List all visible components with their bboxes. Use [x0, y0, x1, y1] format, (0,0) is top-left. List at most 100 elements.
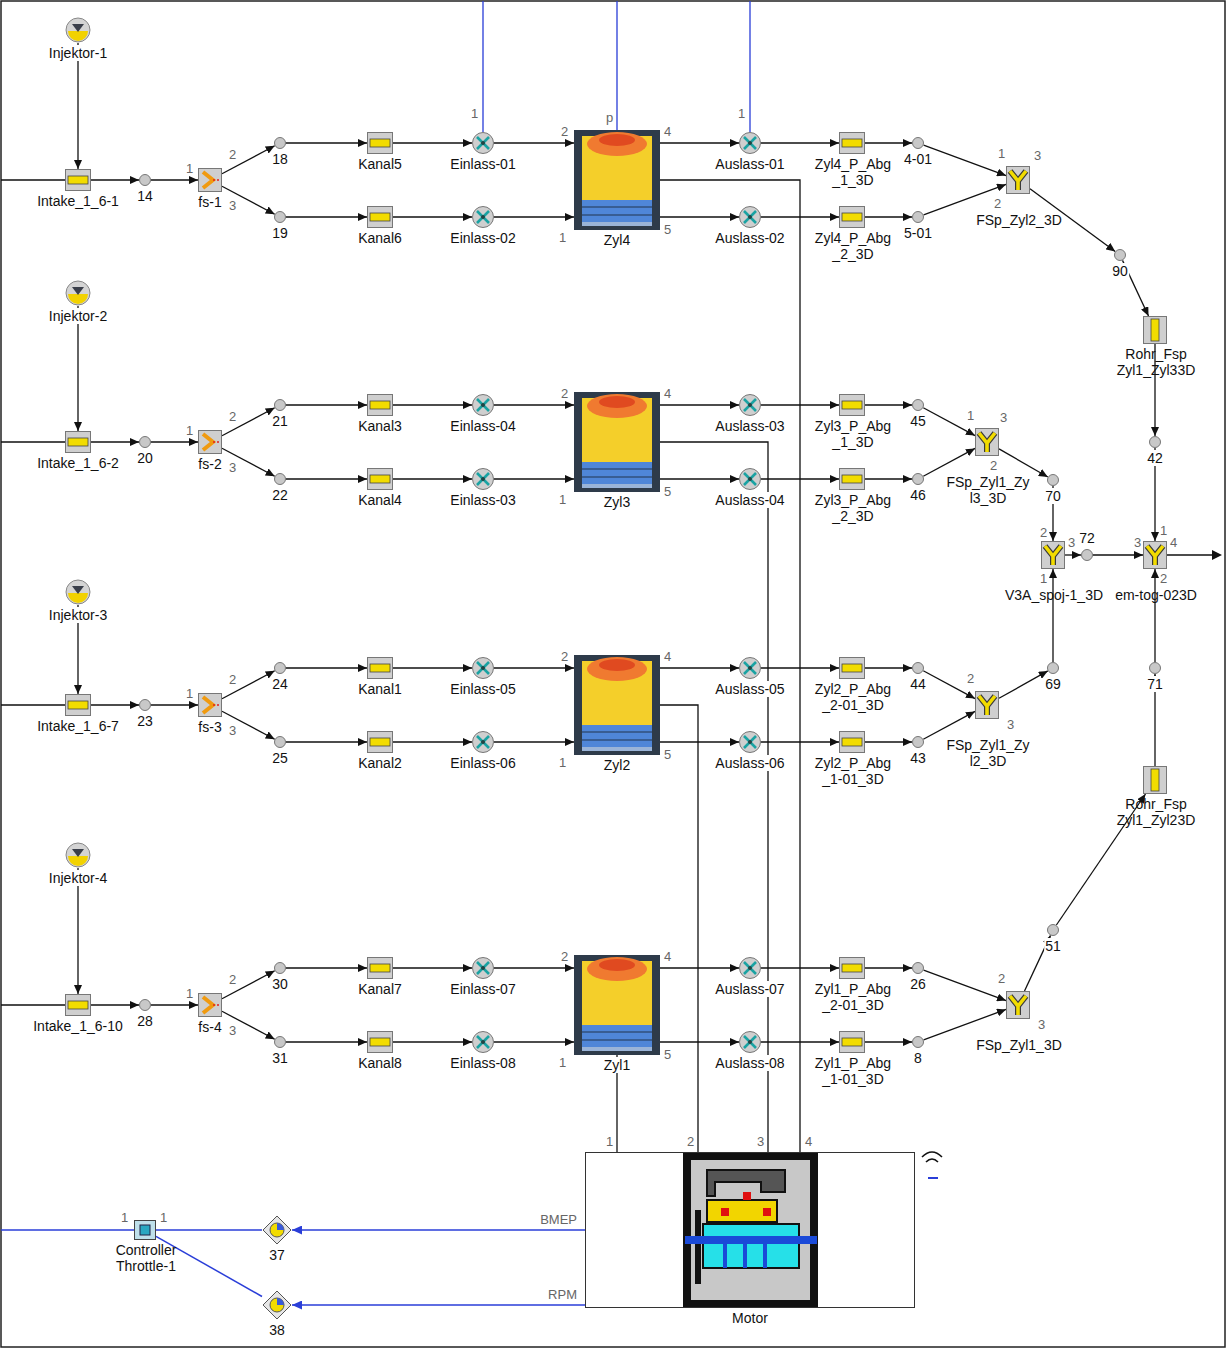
icon-part	[203, 172, 213, 188]
pipe-vertical-icon	[1143, 766, 1167, 794]
flow-connector	[222, 146, 275, 174]
port-number: 1	[606, 1134, 613, 1149]
port-number: 2	[998, 971, 1005, 986]
component-label: 24	[271, 676, 289, 692]
flow-connector	[286, 216, 367, 217]
flow-connector	[286, 478, 367, 479]
valve: Einlass-05	[472, 657, 494, 679]
junction-dot-icon	[1081, 549, 1093, 561]
component-label: Einlass-03	[449, 492, 516, 508]
component-label: Intake_1_6-2	[36, 455, 120, 471]
flow-connector	[1065, 554, 1081, 555]
sensor: 37	[262, 1215, 292, 1245]
icon-part	[842, 475, 862, 483]
flow-merge-icon	[975, 428, 999, 456]
signal-name: BMEP	[540, 1212, 577, 1227]
icon-part	[740, 469, 761, 490]
outlet-line	[1167, 554, 1214, 555]
icon-part	[275, 963, 286, 974]
icon-part	[840, 732, 865, 753]
icon-part	[213, 704, 221, 706]
flow-connector	[393, 667, 472, 668]
icon-part	[68, 1001, 88, 1009]
icon-part	[477, 962, 489, 974]
flow-connector	[393, 1041, 472, 1042]
icon-part	[599, 396, 635, 408]
junction-dot: 20	[139, 436, 151, 448]
flow-merge: em-tog-023D	[1143, 541, 1167, 569]
junction-dot: 5-01	[912, 211, 924, 223]
port-number: 4	[805, 1134, 812, 1149]
valve-icon	[472, 206, 494, 228]
component-label: Kanal1	[357, 681, 403, 697]
component-label: 46	[909, 487, 927, 503]
icon-part	[842, 738, 862, 746]
valve: Einlass-07	[472, 957, 494, 979]
flow-connector	[865, 404, 912, 405]
component-label: fs-1	[197, 194, 222, 210]
port-number: 1	[186, 161, 193, 176]
icon-part	[370, 738, 390, 746]
junction-dot: 8	[912, 1036, 924, 1048]
flow-connector	[1052, 569, 1053, 662]
icon-part	[370, 475, 390, 483]
icon-part	[842, 213, 862, 221]
component-label: 26	[909, 976, 927, 992]
component-label: 20	[136, 450, 154, 466]
icon-part	[68, 856, 88, 866]
junction-dot-icon	[139, 174, 151, 186]
icon-part	[744, 137, 756, 149]
flow-connector	[660, 967, 739, 968]
component-label: Zyl3	[603, 494, 631, 510]
flow-connector	[494, 478, 574, 479]
component-label: V3A_spoj-1_3D	[1003, 587, 1105, 603]
icon-part	[477, 1036, 489, 1048]
icon-part	[66, 432, 91, 453]
component-label: Auslass-08	[714, 1055, 785, 1071]
component-label: 38	[268, 1322, 286, 1338]
flow-connector	[660, 404, 739, 405]
flow-connector	[77, 306, 78, 431]
icon-part	[976, 429, 999, 456]
flow-connector	[151, 704, 198, 705]
injector-icon	[65, 280, 91, 306]
component-label: Kanal7	[357, 981, 403, 997]
icon-part	[477, 736, 489, 748]
component-label: Rohr_Fsp Zyl1_Zyl33D	[1099, 346, 1213, 378]
icon-part	[582, 1032, 652, 1040]
junction-dot-icon	[139, 999, 151, 1011]
pipe-box-icon	[839, 657, 865, 679]
component-label: 31	[271, 1050, 289, 1066]
component-label: FSp_Zyl2_3D	[970, 212, 1068, 228]
junction-dot-icon	[274, 473, 286, 485]
icon-part	[1150, 437, 1161, 448]
component-label: 30	[271, 976, 289, 992]
pipe-box-icon	[65, 431, 91, 453]
component-label: Intake_1_6-7	[36, 718, 120, 734]
pipe-box-icon	[367, 206, 393, 228]
pipe-box: Zyl1_P_Abg_1-01_3D	[839, 1031, 865, 1053]
icon-part	[840, 658, 865, 679]
valve-icon	[472, 731, 494, 753]
icon-part	[66, 580, 90, 604]
valve-icon	[739, 657, 761, 679]
junction-dot-icon	[274, 137, 286, 149]
icon-part	[582, 747, 652, 751]
component-label: 71	[1146, 676, 1164, 692]
junction-dot: 24	[274, 662, 286, 674]
icon-part	[744, 473, 756, 485]
icon-part	[140, 1225, 150, 1235]
signal-wire	[1, 1229, 134, 1230]
flow-split: fs-3	[198, 693, 222, 717]
icon-part	[587, 957, 647, 981]
flow-connector	[924, 184, 1006, 215]
flow-split-icon	[198, 993, 222, 1017]
icon-part	[473, 732, 494, 753]
junction-dot: 23	[139, 699, 151, 711]
component-label: Kanal4	[357, 492, 403, 508]
signal-name: RPM	[548, 1287, 577, 1302]
valve: Einlass-04	[472, 394, 494, 416]
junction-dot: 26	[912, 962, 924, 974]
valve: Auslass-06	[739, 731, 761, 753]
